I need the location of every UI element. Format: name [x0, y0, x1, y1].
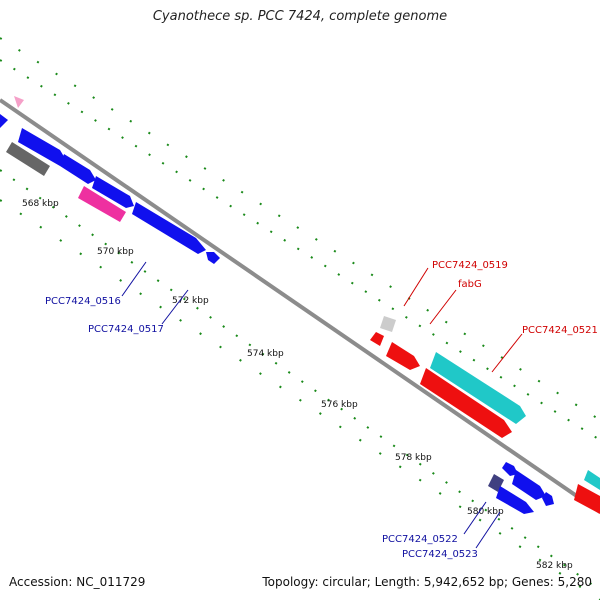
tick-labels: 568 kbp 570 kbp 572 kbp 574 kbp 576 kbp …: [22, 199, 573, 571]
tick-label: 576 kbp: [321, 400, 358, 410]
genes: [0, 96, 600, 514]
leader-lines: [121, 261, 523, 549]
tick-label: 572 kbp: [172, 296, 209, 306]
gene-arrow[interactable]: [132, 202, 206, 254]
tick-label: 574 kbp: [247, 349, 284, 359]
gene-arrow[interactable]: [512, 470, 546, 500]
gene-arrow[interactable]: [6, 142, 50, 176]
gene-arrow[interactable]: [206, 252, 220, 264]
gene-arrow[interactable]: [502, 462, 518, 476]
gene-label-pcc7424-0519[interactable]: PCC7424_0519: [432, 260, 508, 271]
gene-label-pcc7424-0522[interactable]: PCC7424_0522: [382, 534, 458, 545]
tick-label: 568 kbp: [22, 199, 59, 209]
gene-label-fabg[interactable]: fabG: [458, 279, 482, 290]
gc-track-outer: [0, 37, 600, 441]
gene-label-pcc7424-0516[interactable]: PCC7424_0516: [45, 296, 121, 307]
gene-arrow[interactable]: [18, 128, 66, 166]
genome-backbone: [0, 98, 600, 514]
gene-arrow[interactable]: [496, 486, 534, 514]
accession-text: Accession: NC_011729: [9, 575, 146, 589]
gene-arrow[interactable]: [14, 96, 24, 108]
gene-arrow[interactable]: [430, 352, 526, 424]
tick-label: 578 kbp: [395, 453, 432, 463]
gene-label-pcc7424-0521[interactable]: PCC7424_0521: [522, 325, 598, 336]
gene-label-pcc7424-0523[interactable]: PCC7424_0523: [402, 549, 478, 560]
map-title: Cyanothece sp. PCC 7424, complete genome: [152, 9, 448, 24]
gene-arrow[interactable]: [386, 342, 420, 370]
gene-arrow[interactable]: [542, 492, 554, 506]
gene-arrow[interactable]: [370, 332, 384, 346]
gene-arrow[interactable]: [420, 368, 512, 438]
tick-label: 580 kbp: [467, 507, 504, 517]
gene-arrow[interactable]: [92, 176, 134, 208]
gene-arrow[interactable]: [60, 154, 96, 184]
gene-arrow[interactable]: [0, 114, 8, 128]
tick-label: 570 kbp: [97, 247, 134, 257]
gene-arrow[interactable]: [380, 316, 396, 332]
gene-label-pcc7424-0517[interactable]: PCC7424_0517: [88, 324, 164, 335]
gene-labels: PCC7424_0516 PCC7424_0517 PCC7424_0519 f…: [45, 260, 598, 560]
gc-track-inner: [0, 169, 600, 600]
tick-label: 582 kbp: [536, 561, 573, 571]
summary-text: Topology: circular; Length: 5,942,652 bp…: [262, 575, 592, 589]
gene-arrow[interactable]: [78, 186, 126, 222]
gene-arrow[interactable]: [574, 484, 600, 514]
gene-arrow[interactable]: [584, 470, 600, 490]
